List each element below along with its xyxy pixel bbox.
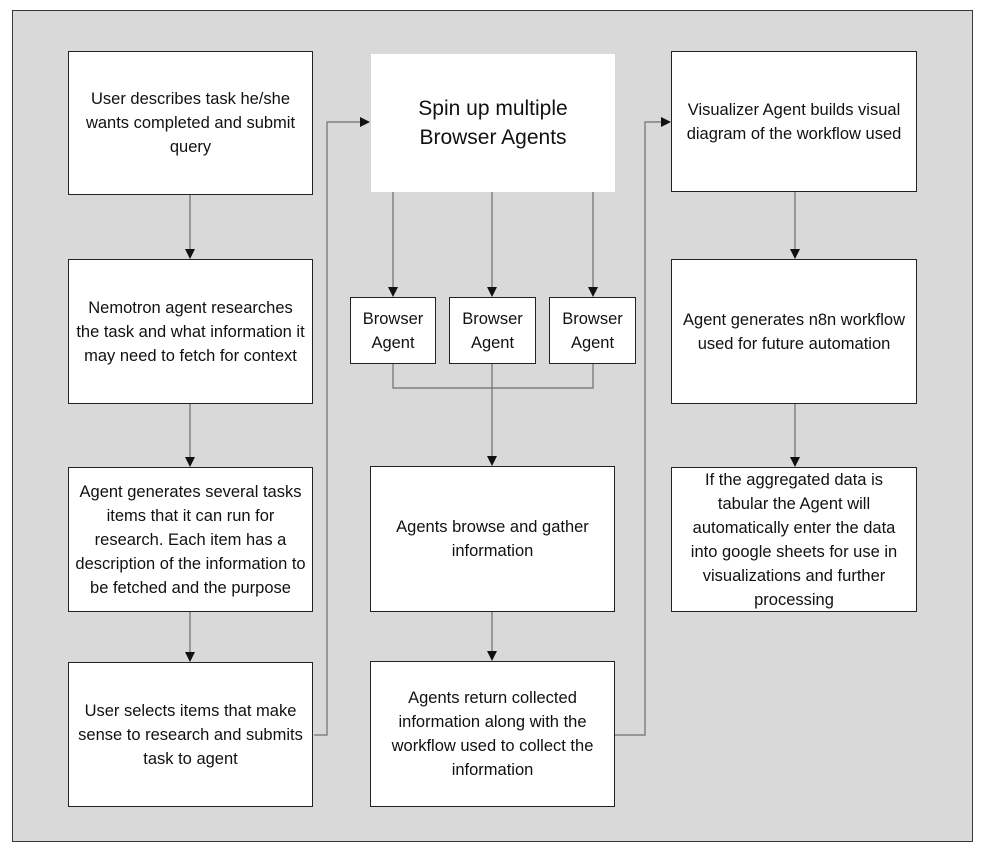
browser-agent-box-2: Browser Agent (449, 297, 536, 364)
visualizer-agent-box: Visualizer Agent builds visual diagram o… (671, 51, 917, 192)
step-user-selects-items-box: User selects items that make sense to re… (68, 662, 313, 807)
agents-return-info-box: Agents return collected information alon… (370, 661, 615, 807)
agents-browse-gather-text: Agents browse and gather information (396, 518, 589, 560)
google-sheets-text: If the aggregated data is tabular the Ag… (690, 470, 898, 609)
spin-up-browser-agents-text: Spin up multiple Browser Agents (418, 97, 568, 149)
step-describe-task-box: User describes task he/she wants complet… (68, 51, 313, 195)
agents-return-info-text: Agents return collected information alon… (391, 689, 594, 779)
browser-agent-box-3: Browser Agent (549, 297, 636, 364)
arrow-step4-to-spin-up (314, 117, 370, 736)
connector-agents-merge (392, 364, 594, 389)
browser-agent-text-2: Browser Agent (462, 309, 523, 352)
n8n-workflow-text: Agent generates n8n workflow used for fu… (683, 310, 905, 353)
step-generate-task-items-text: Agent generates several tasks items that… (75, 482, 306, 597)
browser-agent-box-1: Browser Agent (350, 297, 436, 364)
step-describe-task-text: User describes task he/she wants complet… (85, 90, 296, 156)
visualizer-agent-text: Visualizer Agent builds visual diagram o… (686, 100, 902, 143)
google-sheets-box: If the aggregated data is tabular the Ag… (671, 467, 917, 612)
agents-browse-gather-box: Agents browse and gather information (370, 466, 615, 612)
step-nemotron-research-text: Nemotron agent researches the task and w… (76, 298, 305, 365)
step-nemotron-research-box: Nemotron agent researches the task and w… (68, 259, 313, 404)
n8n-workflow-box: Agent generates n8n workflow used for fu… (671, 259, 917, 404)
spin-up-browser-agents-box: Spin up multiple Browser Agents (371, 54, 615, 192)
step-user-selects-items-text: User selects items that make sense to re… (78, 701, 303, 768)
browser-agent-text-1: Browser Agent (362, 309, 424, 352)
step-generate-task-items-box: Agent generates several tasks items that… (68, 467, 313, 612)
arrow-return-to-visualizer (615, 117, 671, 736)
browser-agent-text-3: Browser Agent (562, 309, 623, 352)
